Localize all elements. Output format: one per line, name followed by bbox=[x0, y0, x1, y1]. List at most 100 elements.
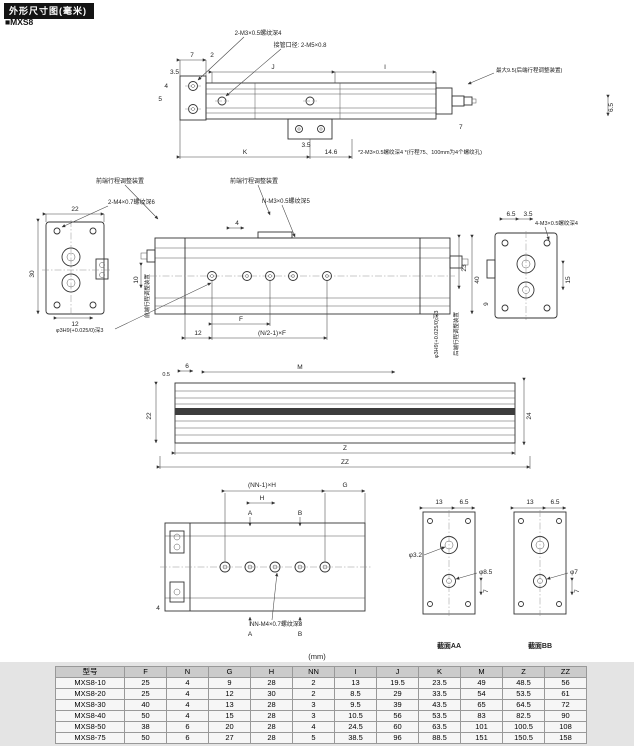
value-cell: 50 bbox=[124, 710, 167, 722]
value-cell: 158 bbox=[544, 732, 587, 744]
column-header: NN bbox=[292, 666, 335, 678]
dim-label: G bbox=[342, 482, 347, 489]
value-cell: 72 bbox=[544, 699, 587, 711]
annotation-rear-adjuster-vertical: 后端行程调整装置 bbox=[452, 311, 460, 356]
column-header: ZZ bbox=[544, 666, 587, 678]
annotation-thread-topface: N-M3×0.5螺纹深5 bbox=[262, 197, 311, 205]
dim-label: 12 bbox=[194, 330, 202, 337]
value-cell: 4 bbox=[166, 688, 209, 700]
value-cell: 25 bbox=[124, 677, 167, 689]
annotation-pin-left: φ3H9(+0.025/0)深3 bbox=[56, 326, 103, 334]
dim-label: 7 bbox=[459, 124, 463, 131]
dim-label: 5 bbox=[158, 96, 162, 103]
drawing-geometry bbox=[176, 36, 610, 159]
model-cell: MXS8-50 bbox=[55, 721, 125, 733]
annotation-thread-bottom: NN-M4×0.7螺纹深8 bbox=[250, 620, 303, 628]
annotation-pin-right: φ3H9(+0.025/0)深3 bbox=[432, 311, 440, 358]
value-cell: 39 bbox=[376, 699, 419, 711]
value-cell: 3 bbox=[292, 699, 335, 711]
dim-label: 6.5 bbox=[506, 211, 515, 218]
dim-label: 4 bbox=[164, 83, 168, 90]
value-cell: 108 bbox=[544, 721, 587, 733]
column-header: N bbox=[166, 666, 209, 678]
section-mark: B bbox=[298, 631, 302, 638]
annotation-front-adjuster: 前端行程调整装置 bbox=[96, 177, 144, 185]
value-cell: 28 bbox=[250, 732, 293, 744]
value-cell: 56 bbox=[376, 710, 419, 722]
dim-label: H bbox=[260, 495, 265, 502]
dim-label: (NN-1)×H bbox=[248, 482, 276, 489]
dim-label: ZZ bbox=[341, 459, 349, 466]
section-label-bb: 截面BB bbox=[528, 641, 552, 650]
drawing-profile-view: 6 0.5 M 22 24 Z ZZ bbox=[146, 363, 533, 469]
value-cell: 60 bbox=[376, 721, 419, 733]
value-cell: 100.5 bbox=[502, 721, 545, 733]
value-cell: 6 bbox=[166, 732, 209, 744]
value-cell: 101 bbox=[460, 721, 503, 733]
annotation-thread-top: 2-M3×0.5螺纹深4 bbox=[235, 29, 283, 37]
value-cell: 4 bbox=[166, 699, 209, 711]
value-cell: 33.5 bbox=[418, 688, 461, 700]
section-mark: A bbox=[248, 510, 253, 517]
dim-label: J bbox=[271, 64, 274, 71]
value-cell: 53.5 bbox=[418, 710, 461, 722]
unit-label: (mm) bbox=[308, 652, 326, 661]
value-cell: 43.5 bbox=[418, 699, 461, 711]
column-header: J bbox=[376, 666, 419, 678]
dim-label: 30 bbox=[29, 270, 36, 278]
section-mark: B bbox=[298, 510, 302, 517]
drawing-bottom-view: (NN-1)×H G H A B 4 NN-M4×0.7螺纹深8 A B 13 … bbox=[156, 482, 581, 650]
annotation-max-stroke: 最大9.5(后端行程调整装置) bbox=[496, 66, 562, 74]
value-cell: 48.5 bbox=[502, 677, 545, 689]
model-cell: MXS8-20 bbox=[55, 688, 125, 700]
value-cell: 83 bbox=[460, 710, 503, 722]
column-header: 型号 bbox=[55, 666, 125, 678]
drawing-top-view: 2-M3×0.5螺纹深4 接管口径: 2-M5×0.8 最大9.5(后端行程调整… bbox=[158, 29, 615, 159]
dim-label: 7 bbox=[574, 589, 581, 593]
value-cell: 9.5 bbox=[334, 699, 377, 711]
dim-label: I bbox=[384, 64, 386, 71]
column-header: I bbox=[334, 666, 377, 678]
value-cell: 28 bbox=[250, 721, 293, 733]
value-cell: 28 bbox=[250, 699, 293, 711]
dim-label: φ8.5 bbox=[479, 569, 493, 576]
value-cell: 15 bbox=[208, 710, 251, 722]
value-cell: 19.5 bbox=[376, 677, 419, 689]
dim-label: 3.5 bbox=[523, 211, 532, 218]
value-cell: 20 bbox=[208, 721, 251, 733]
value-cell: 13 bbox=[334, 677, 377, 689]
value-cell: 4 bbox=[166, 710, 209, 722]
value-cell: 30 bbox=[250, 688, 293, 700]
dim-label: 3.5 bbox=[170, 69, 179, 76]
value-cell: 54 bbox=[460, 688, 503, 700]
dim-label: M bbox=[297, 364, 302, 371]
column-header: K bbox=[418, 666, 461, 678]
dim-label: 6.5 bbox=[550, 499, 559, 506]
value-cell: 65 bbox=[460, 699, 503, 711]
value-cell: 96 bbox=[376, 732, 419, 744]
column-header: M bbox=[460, 666, 503, 678]
value-cell: 27 bbox=[208, 732, 251, 744]
dim-label: φ3.2 bbox=[409, 552, 423, 559]
value-cell: 56 bbox=[544, 677, 587, 689]
value-cell: 28 bbox=[250, 677, 293, 689]
annotation-front-adjuster-vertical: 前端行程调整装置 bbox=[143, 273, 151, 318]
value-cell: 88.5 bbox=[418, 732, 461, 744]
section-label-aa: 截面AA bbox=[437, 641, 461, 650]
drawing-geometry bbox=[154, 369, 531, 469]
value-cell: 38 bbox=[124, 721, 167, 733]
value-cell: 3 bbox=[292, 710, 335, 722]
value-cell: 24.5 bbox=[334, 721, 377, 733]
model-cell: MXS8-75 bbox=[55, 732, 125, 744]
value-cell: 4 bbox=[166, 677, 209, 689]
value-cell: 25 bbox=[124, 688, 167, 700]
annotation-front-adjuster: 前端行程调整装置 bbox=[230, 177, 278, 185]
value-cell: 5 bbox=[292, 732, 335, 744]
dim-label: 24 bbox=[526, 412, 533, 420]
